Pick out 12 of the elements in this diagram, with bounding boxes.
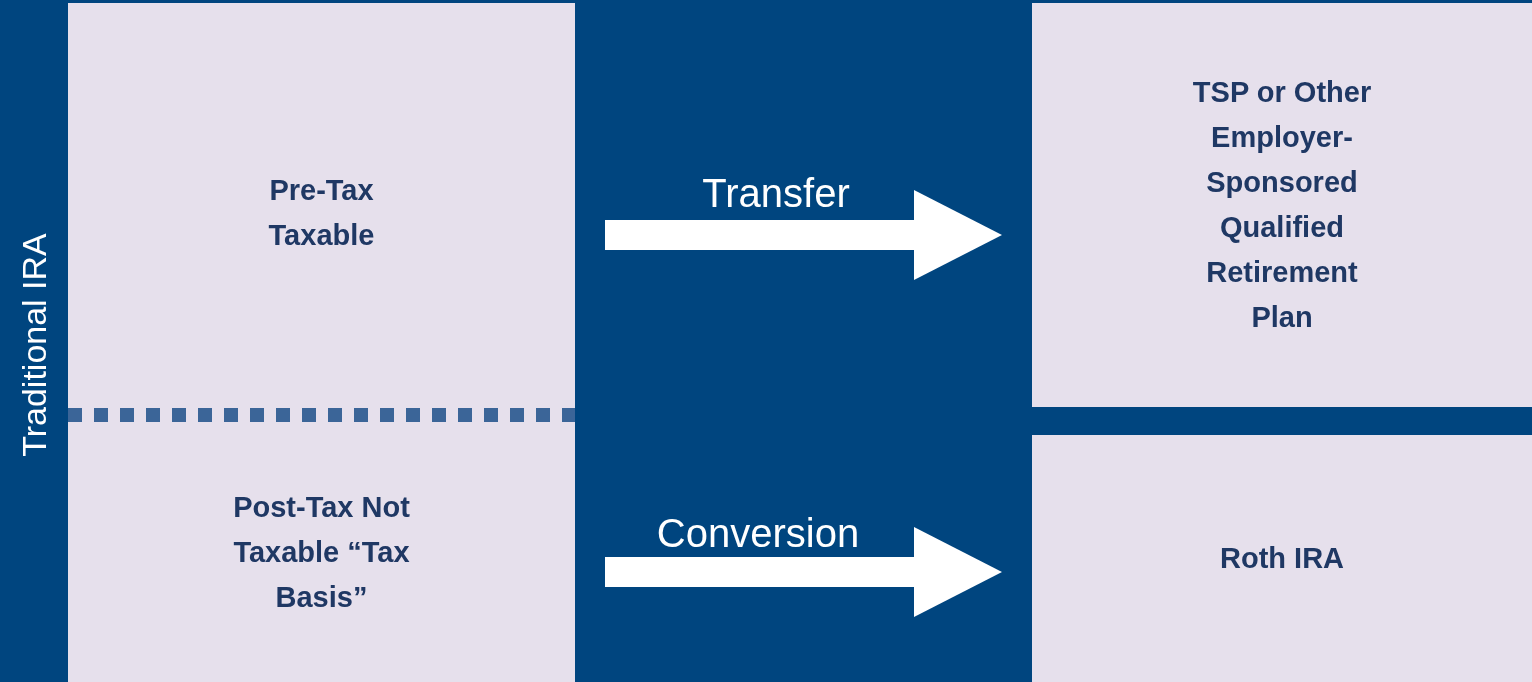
box-label: Roth IRA <box>1219 541 1345 576</box>
band-header: Traditional IRA <box>0 3 68 682</box>
account-box <box>1032 435 1532 682</box>
block-arrow <box>605 527 1002 617</box>
box-label: Pre-Tax Taxable <box>267 172 376 253</box>
block-arrow <box>605 190 1002 280</box>
edge-label: Transfer <box>702 170 850 216</box>
box-label: Post-Tax Not Taxable “Tax Basis” <box>232 489 411 615</box>
edge-label: Conversion <box>656 510 860 556</box>
account-box <box>1032 3 1532 407</box>
account-band <box>0 3 575 682</box>
box-label: TSP or Other Employer-Sponsored Qualified Retirement Plan <box>1191 75 1373 335</box>
